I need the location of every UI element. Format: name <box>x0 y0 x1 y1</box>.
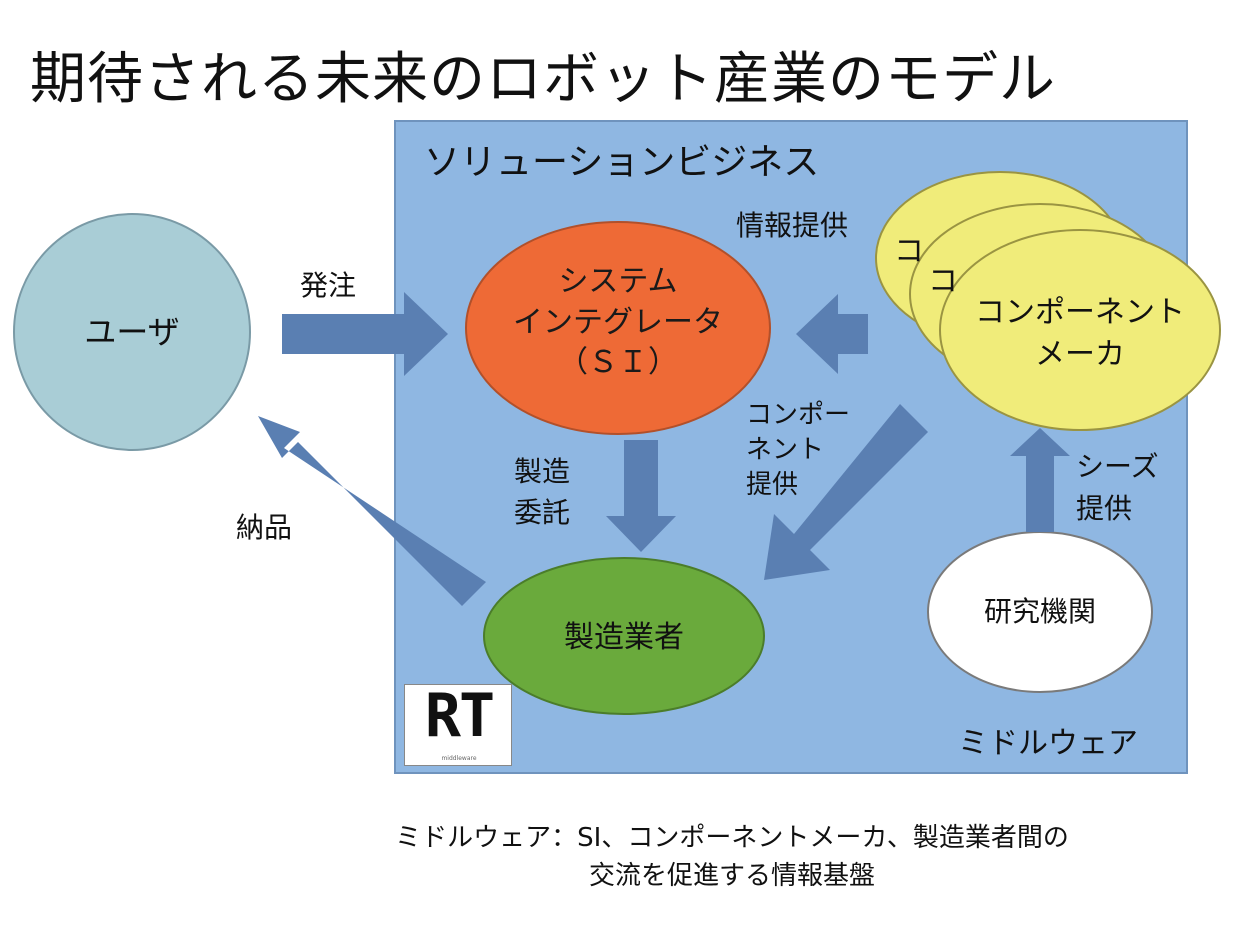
consign-label-line2: 委託 <box>514 495 571 529</box>
seeds-provide-label: シーズ 提供 <box>1076 446 1159 530</box>
info-provide-arrow <box>796 294 868 374</box>
component-maker-label-line2: メーカ <box>1035 337 1125 372</box>
component-provide-label-line3: 提供 <box>746 470 799 501</box>
page-title: 期待される未来のロボット産業のモデル <box>30 47 1056 112</box>
panel-footer: ミドルウェア <box>958 726 1138 761</box>
caption-line2: 交流を促進する情報基盤 <box>588 860 875 891</box>
component-maker-stack-glyph: コ <box>894 234 924 269</box>
si-label-line2: インテグレータ <box>513 304 723 340</box>
delivery-label: 納品 <box>236 511 293 544</box>
order-label: 発注 <box>300 269 357 302</box>
component-provide-label-line1: コンポー <box>746 400 851 430</box>
caption-line1: ミドルウェア：SI、コンポーネントメーカ、製造業者間の <box>395 823 1069 853</box>
seeds-provide-label-line1: シーズ <box>1076 450 1159 483</box>
user-label: ユーザ <box>84 313 180 351</box>
rt-middleware-logo: RT middleware <box>404 681 512 766</box>
component-maker-stack-glyph-2: コ <box>928 264 958 299</box>
user-node <box>13 213 251 451</box>
rt-logo-text: RT <box>424 681 495 751</box>
rt-logo-subtext: middleware <box>441 755 477 762</box>
component-provide-label: コンポー ネント 提供 <box>746 398 850 503</box>
manufacturer-node <box>483 557 765 715</box>
info-provide-label: 情報提供 <box>736 209 849 242</box>
panel-title: ソリューションビジネス <box>424 142 820 183</box>
component-maker-node <box>939 229 1221 431</box>
delivery-arrow <box>258 416 486 606</box>
component-provide-label-line2: ネント <box>746 435 825 466</box>
system-integrator-label: システム インテグレータ （ＳＩ） <box>478 262 758 384</box>
order-arrow <box>282 292 448 376</box>
manufacturer-label: 製造業者 <box>564 620 684 655</box>
caption: ミドルウェア：SI、コンポーネントメーカ、製造業者間の 交流を促進する情報基盤 <box>0 820 1260 895</box>
system-integrator-node <box>465 221 771 435</box>
seeds-provide-arrow <box>1010 428 1070 532</box>
consign-label: 製造 委託 <box>514 452 570 533</box>
component-provide-arrow <box>764 404 928 580</box>
component-maker-label-line1: コンポーネント <box>975 295 1185 330</box>
component-maker-label: コンポーネント メーカ <box>950 292 1210 376</box>
si-label-line3: （ＳＩ） <box>558 345 678 380</box>
consign-arrow <box>606 440 676 552</box>
consign-label-line1: 製造 <box>514 455 571 488</box>
research-institute-label: 研究機関 <box>983 595 1096 628</box>
seeds-provide-label-line2: 提供 <box>1076 492 1133 525</box>
si-label-line1: システム <box>558 264 678 299</box>
